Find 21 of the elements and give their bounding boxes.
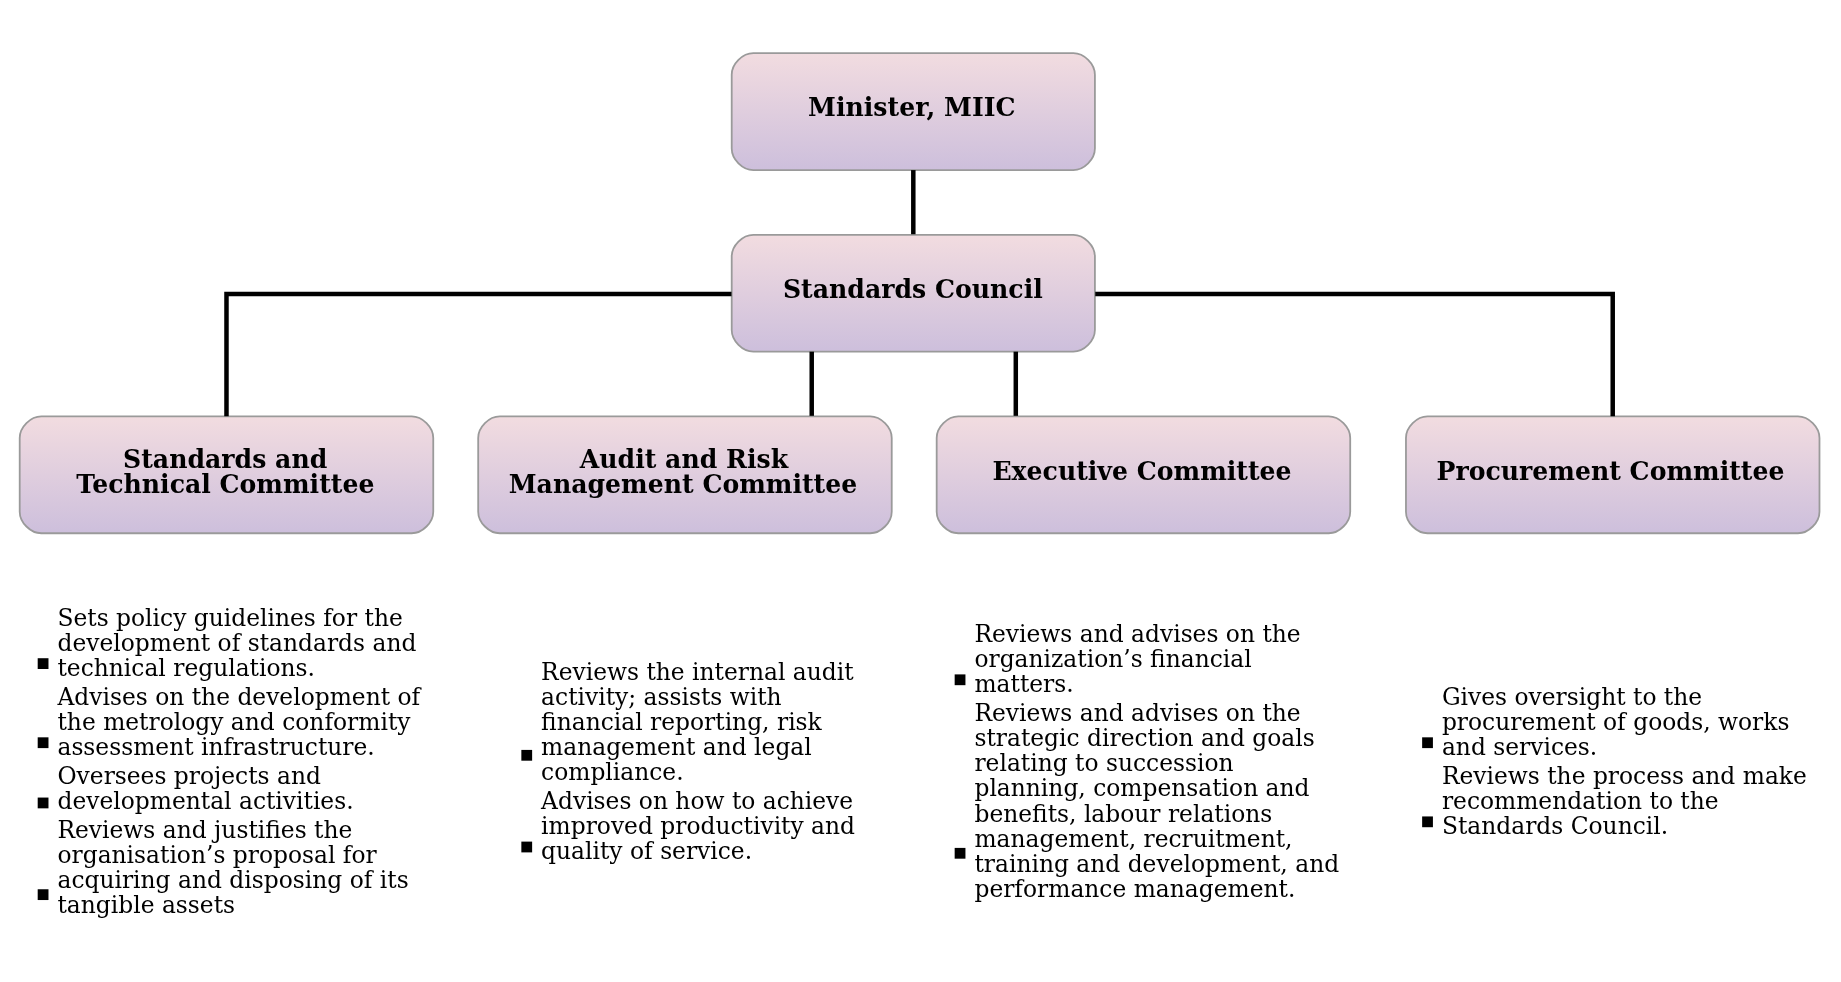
node-box: Standards and Technical Committee	[18, 415, 435, 535]
connector	[1013, 351, 1019, 416]
node-box: Audit and Risk Management Committee	[477, 415, 893, 535]
node-label: Advises on how to achieve improved productivity and quality of service.	[541, 787, 856, 866]
node-label: Reviews the internal audit activity; assists with financial reporting, risk management and legal compliance.	[541, 657, 854, 787]
node-box: Procurement Committee	[1405, 415, 1821, 535]
connector	[911, 170, 916, 235]
node-label: Reviews and advises on the strategic direction and goals relating to succession planning, compensation and benefits, labour relations management, recruitment, training and development, and performance management.	[974, 698, 1340, 904]
node-box: Minister, MIIC	[730, 52, 1096, 171]
connector	[1095, 291, 1615, 417]
node-box: Executive Committee	[935, 415, 1352, 535]
node-label: Sets policy guidelines for the development of standards and technical regulations.	[57, 603, 417, 683]
node-box: Standards Council	[730, 233, 1096, 353]
connector	[224, 291, 732, 417]
node-label: Advises on the development of the metrology and conformity assessment infrastructure.	[57, 682, 421, 762]
node-label: Reviews and advises on the organization’s financial matters.	[974, 619, 1301, 699]
node-label: Reviews the process and make recommendation to the Standards Council.	[1441, 761, 1807, 841]
node-label: Reviews and justifies the organisation’s proposal for acquiring and disposing of its tangible assets	[57, 815, 409, 920]
connector	[809, 351, 814, 416]
node-label: Gives oversight to the procurement of goods, works and services.	[1441, 682, 1790, 762]
node-label: Oversees projects and developmental activities.	[57, 761, 354, 816]
